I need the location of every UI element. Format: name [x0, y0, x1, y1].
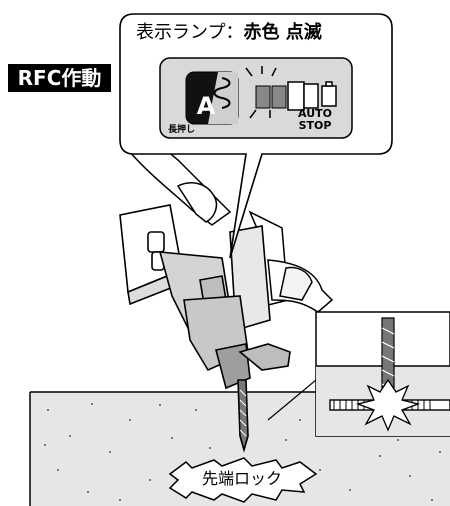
auto-stop-label: AUTO STOP — [288, 108, 342, 132]
battery-icon — [321, 81, 337, 107]
indicator-panel — [159, 57, 353, 139]
impact-burst — [355, 378, 421, 432]
auto-stop-line2: STOP — [298, 119, 332, 132]
operator-arms — [126, 144, 334, 313]
hammer-drill-icon — [119, 204, 291, 453]
indicator-lamp-title: 表示ランプ：赤色 点滅 — [136, 18, 376, 44]
indicator-lamp-label: 表示ランプ： — [136, 22, 244, 43]
auto-stop-line1: AUTO — [298, 107, 332, 120]
blink-rays — [245, 66, 277, 119]
long-press-label: 長押し — [168, 125, 196, 135]
red-blinking-label: 赤色 点滅 — [243, 22, 322, 43]
tip-lock-label: 先端ロック — [201, 469, 282, 488]
rfc-active-badge: RFC作動 — [8, 64, 111, 92]
tip-lock-burst — [168, 457, 318, 503]
rebar-inset — [267, 311, 450, 437]
drill-bit-spiral-icon — [213, 77, 231, 109]
mode-letter: A — [196, 92, 216, 120]
